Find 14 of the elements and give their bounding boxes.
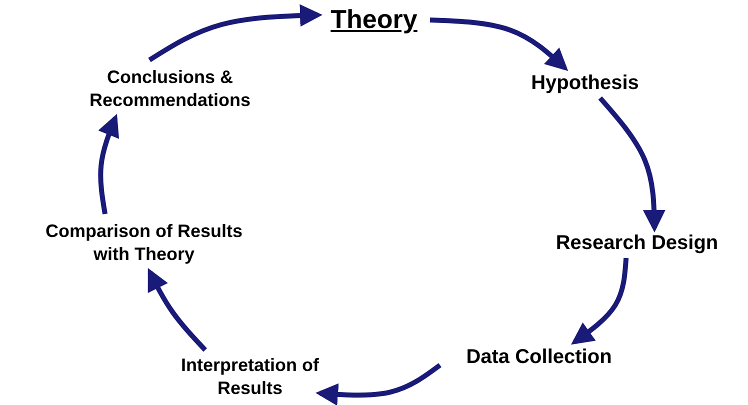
cycle-arrow	[598, 96, 666, 232]
cycle-arrow	[148, 268, 208, 352]
cycle-arrow	[570, 258, 629, 345]
step-label: Conclusions & Recommendations	[88, 66, 252, 112]
cycle-arrow	[148, 4, 322, 62]
cycle-arrow	[98, 114, 120, 214]
cycle-arrow	[430, 18, 568, 72]
cycle-arrow	[316, 363, 442, 405]
step-label: Hypothesis	[531, 71, 639, 96]
step-label: Interpretation of Results	[180, 354, 320, 400]
step-label: Comparison of Results with Theory	[44, 220, 244, 266]
step-label: Data Collection	[466, 345, 612, 370]
step-label: Research Design	[556, 231, 718, 256]
step-label: Theory	[330, 3, 418, 36]
